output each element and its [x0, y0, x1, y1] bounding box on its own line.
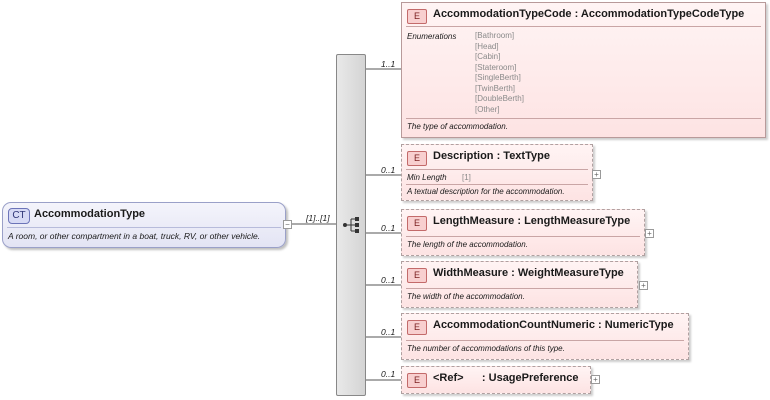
- divider: [406, 340, 684, 341]
- enumeration-value: [Bathroom]: [475, 31, 515, 40]
- divider: [406, 184, 588, 185]
- element-title: AccommodationTypeCode : AccommodationTyp…: [433, 8, 745, 20]
- element-cardinality: 0..1: [381, 165, 396, 175]
- element-documentation: The width of the accommodation.: [407, 292, 525, 301]
- element-width-measure[interactable]: E WidthMeasure : WeightMeasureType The w…: [401, 261, 638, 308]
- element-badge: E: [407, 373, 427, 388]
- collapse-icon[interactable]: −: [283, 220, 292, 229]
- complex-type-box[interactable]: CT AccommodationType A room, or other co…: [2, 202, 286, 248]
- enumeration-list: [Bathroom] [Head] [Cabin] [Stateroom] [S…: [475, 31, 524, 115]
- facet-value: [1]: [462, 173, 471, 182]
- element-documentation: The type of accommodation.: [407, 122, 508, 131]
- enumeration-value: [TwinBerth]: [475, 83, 516, 93]
- element-accommodation-type-code[interactable]: E AccommodationTypeCode : AccommodationT…: [401, 2, 766, 138]
- element-length-measure[interactable]: E LengthMeasure : LengthMeasureType The …: [401, 209, 645, 256]
- expand-icon[interactable]: +: [645, 229, 654, 238]
- element-cardinality: 0..1: [381, 327, 396, 337]
- element-cardinality: 0..1: [381, 223, 396, 233]
- enumeration-value: [DoubleBerth]: [475, 94, 524, 103]
- expand-icon[interactable]: +: [592, 170, 601, 179]
- element-cardinality: 0..1: [381, 275, 396, 285]
- expand-icon[interactable]: +: [591, 375, 600, 384]
- complex-type-badge: CT: [8, 208, 30, 224]
- sequence-icon: [343, 217, 359, 233]
- divider: [406, 288, 633, 289]
- facet-label: Min Length: [407, 173, 447, 182]
- enumeration-value: [SingleBerth]: [475, 73, 521, 82]
- element-documentation: The number of accommodations of this typ…: [407, 344, 565, 353]
- element-title: WidthMeasure : WeightMeasureType: [433, 267, 624, 279]
- element-description[interactable]: E Description : TextType Min Length [1] …: [401, 144, 593, 201]
- sequence-cardinality: [1]..[1]: [306, 213, 330, 223]
- element-title: Description : TextType: [433, 150, 550, 162]
- element-title: <Ref> : UsagePreference: [433, 372, 579, 384]
- element-documentation: The length of the accommodation.: [407, 240, 528, 249]
- element-title: AccommodationCountNumeric : NumericType: [433, 319, 674, 331]
- element-accommodation-count-numeric[interactable]: E AccommodationCountNumeric : NumericTyp…: [401, 313, 689, 360]
- divider: [7, 227, 281, 228]
- element-cardinality: 1..1: [381, 59, 396, 69]
- element-usage-preference-ref[interactable]: E <Ref> : UsagePreference: [401, 366, 591, 394]
- enumeration-value: [Cabin]: [475, 52, 501, 61]
- divider: [406, 26, 761, 27]
- divider: [406, 118, 761, 119]
- element-cardinality: 0..1: [381, 369, 396, 379]
- facet-label: Enumerations: [407, 32, 457, 41]
- enumeration-value: [Other]: [475, 104, 500, 114]
- complex-type-documentation: A room, or other compartment in a boat, …: [8, 231, 261, 241]
- divider: [406, 169, 588, 170]
- element-badge: E: [407, 320, 427, 335]
- element-badge: E: [407, 268, 427, 283]
- enumeration-value: [Stateroom]: [475, 62, 517, 72]
- element-documentation: A textual description for the accommodat…: [407, 187, 565, 196]
- element-badge: E: [407, 151, 427, 166]
- divider: [406, 236, 640, 237]
- element-badge: E: [407, 9, 427, 24]
- expand-icon[interactable]: +: [639, 281, 648, 290]
- element-title: LengthMeasure : LengthMeasureType: [433, 215, 631, 227]
- element-badge: E: [407, 216, 427, 231]
- enumeration-value: [Head]: [475, 41, 499, 51]
- complex-type-name: AccommodationType: [34, 208, 146, 220]
